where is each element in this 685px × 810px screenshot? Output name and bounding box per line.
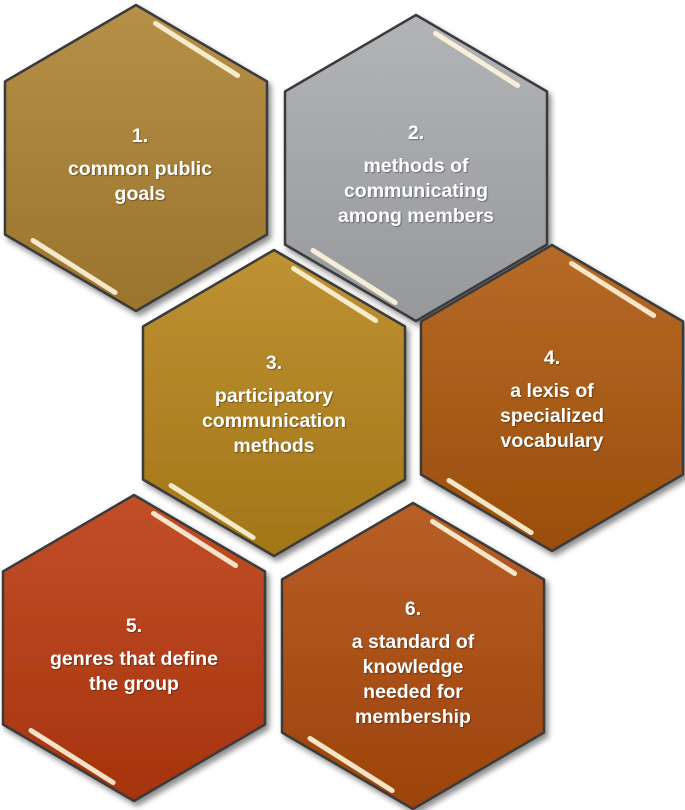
hexagon-3 — [141, 248, 407, 558]
hexagon-3-shape — [141, 248, 407, 558]
hexagon-3-bottom-highlight — [168, 483, 256, 541]
hexagon-6 — [280, 501, 546, 810]
hexagon-6-bottom-highlight — [307, 736, 395, 794]
hexagon-5 — [1, 493, 267, 803]
hexagon-1-top-highlight — [153, 20, 241, 78]
hexagon-1-bottom-highlight — [30, 238, 118, 296]
hexagon-4-shape — [419, 243, 685, 553]
hexagon-4 — [419, 243, 685, 553]
hexagon-2-bottom-highlight — [310, 248, 398, 306]
hexagon-5-bottom-highlight — [28, 728, 116, 786]
hexagon-2-shape — [283, 13, 549, 323]
hexagon-4-top-highlight — [569, 260, 657, 318]
hexagon-3-top-highlight — [291, 265, 379, 323]
hexagon-1-shape — [3, 3, 269, 313]
hexagon-2-top-highlight — [433, 30, 521, 88]
hexagon-6-top-highlight — [430, 518, 518, 576]
hexagon-5-shape — [1, 493, 267, 803]
hexagon-1 — [3, 3, 269, 313]
hexagon-4-bottom-highlight — [446, 478, 534, 536]
hexagon-2 — [283, 13, 549, 323]
hexagon-6-shape — [280, 501, 546, 810]
hexagon-5-top-highlight — [151, 510, 239, 568]
